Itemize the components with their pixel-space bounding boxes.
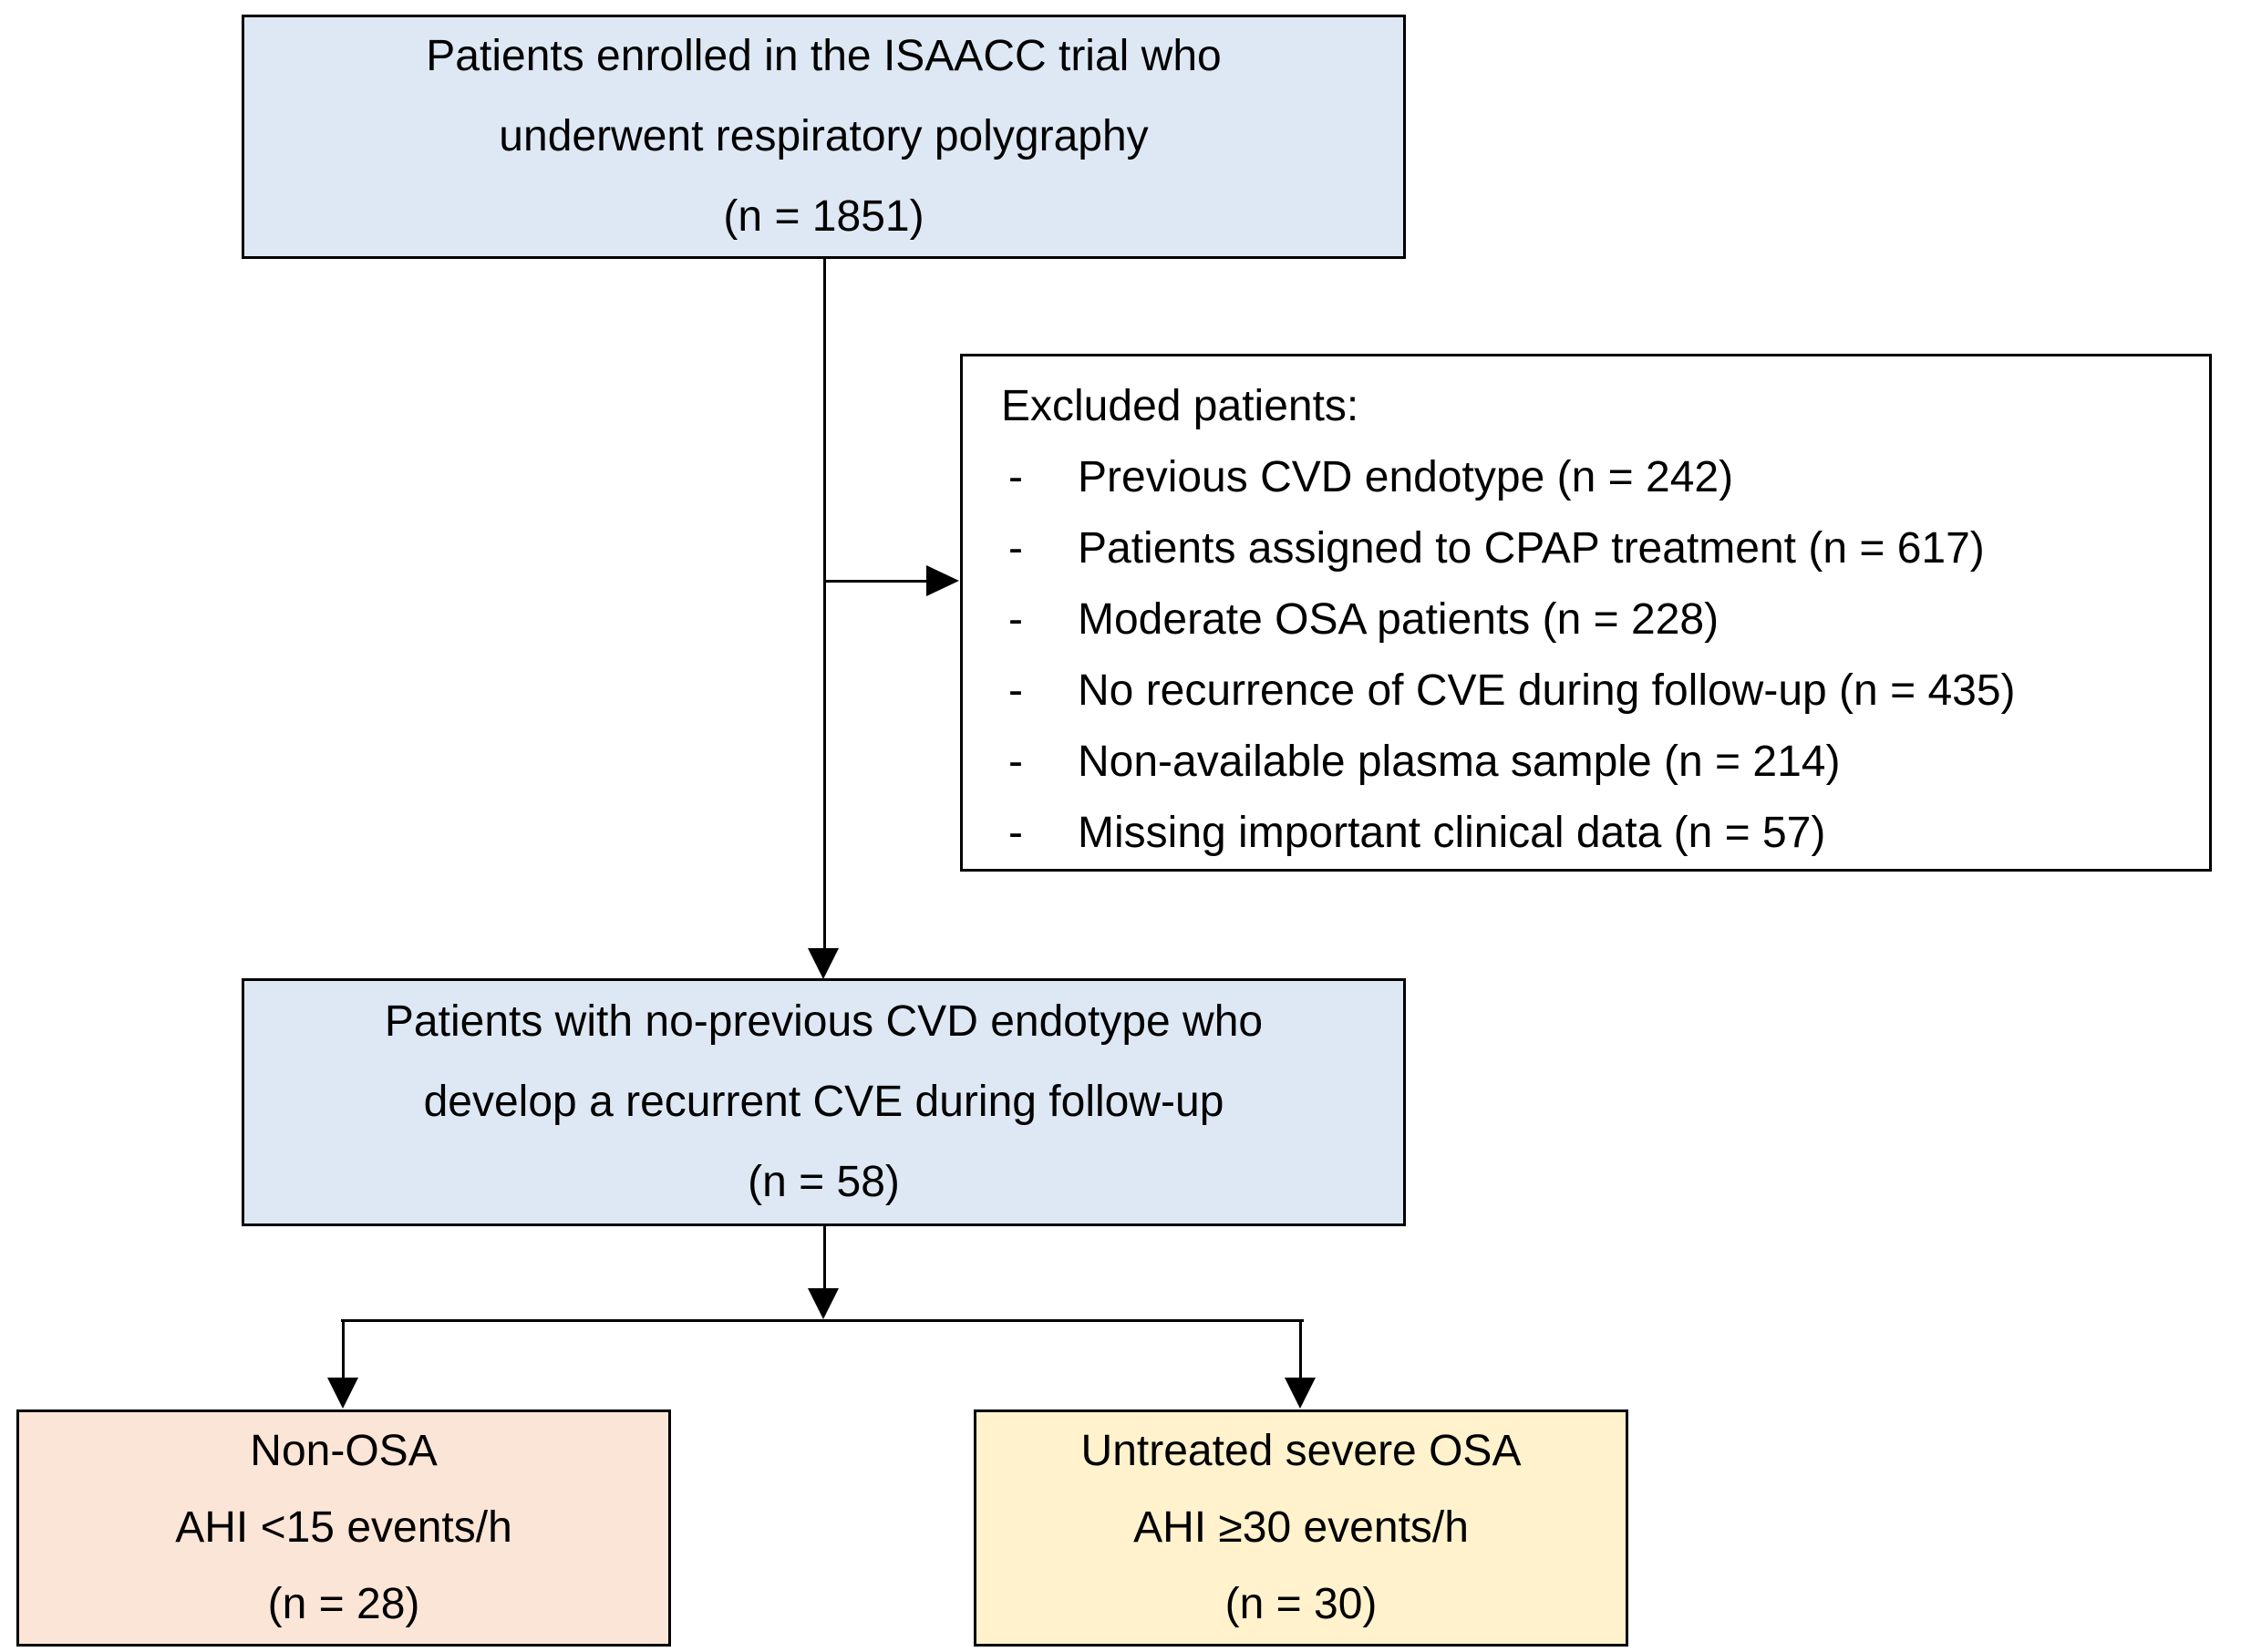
non-osa-group-box: Non-OSA AHI <15 events/h (n = 28) [16, 1409, 671, 1647]
excluded-list-item: - Moderate OSA patients (n = 228) [1001, 584, 2195, 656]
non-osa-criteria: AHI <15 events/h [175, 1503, 512, 1552]
excluded-list-item: - Missing important clinical data (n = 5… [1001, 798, 2195, 869]
enrolled-line-1: Patients enrolled in the ISAACC trial wh… [426, 32, 1222, 80]
dash-bullet: - [1008, 738, 1023, 786]
cohort-line-1: Patients with no-previous CVD endotype w… [384, 997, 1264, 1046]
excluded-item-text: No recurrence of CVE during follow-up (n… [1078, 666, 2016, 715]
connector-to-severeosa-line [1299, 1322, 1302, 1378]
severe-osa-label: Untreated severe OSA [1080, 1427, 1522, 1475]
connector-enrolled-to-cohort-line [823, 259, 826, 950]
excluded-item-text: Moderate OSA patients (n = 228) [1078, 595, 1719, 644]
excluded-title: Excluded patients: [1001, 382, 1359, 430]
arrowhead-down-icon [808, 1288, 839, 1319]
dash-bullet: - [1008, 453, 1023, 501]
connector-to-excluded-line [825, 580, 927, 583]
excluded-item-text: Previous CVD endotype (n = 242) [1078, 453, 1734, 501]
excluded-list-item: - Non-available plasma sample (n = 214) [1001, 727, 2195, 798]
connector-to-nonosa-line [342, 1322, 345, 1378]
dash-bullet: - [1008, 666, 1023, 715]
cohort-box: Patients with no-previous CVD endotype w… [242, 978, 1406, 1226]
excluded-item-text: Non-available plasma sample (n = 214) [1078, 738, 1841, 786]
arrowhead-down-icon [1285, 1378, 1316, 1409]
arrowhead-down-icon [327, 1378, 358, 1409]
non-osa-label: Non-OSA [250, 1427, 438, 1475]
severe-osa-count: (n = 30) [1224, 1580, 1378, 1628]
excluded-patients-box: Excluded patients: - Previous CVD endoty… [960, 354, 2212, 872]
excluded-item-text: Patients assigned to CPAP treatment (n =… [1078, 524, 1985, 573]
excluded-item-text: Missing important clinical data (n = 57) [1078, 809, 1826, 857]
excluded-list: - Previous CVD endotype (n = 242) - Pati… [1001, 442, 2195, 869]
enrolled-count: (n = 1851) [723, 192, 924, 241]
enrolled-patients-box: Patients enrolled in the ISAACC trial wh… [242, 15, 1406, 259]
dash-bullet: - [1008, 524, 1023, 573]
dash-bullet: - [1008, 595, 1023, 644]
excluded-list-item: - Patients assigned to CPAP treatment (n… [1001, 513, 2195, 584]
split-horizontal-line [341, 1319, 1304, 1322]
excluded-list-item: - Previous CVD endotype (n = 242) [1001, 442, 2195, 513]
non-osa-count: (n = 28) [267, 1580, 420, 1628]
cohort-line-2: develop a recurrent CVE during follow-up [423, 1078, 1224, 1126]
cohort-count: (n = 58) [748, 1158, 900, 1206]
arrowhead-right-icon [926, 565, 959, 596]
enrolled-line-2: underwent respiratory polygraphy [499, 112, 1149, 160]
arrowhead-down-icon [808, 948, 839, 979]
severe-osa-group-box: Untreated severe OSA AHI ≥30 events/h (n… [974, 1409, 1628, 1647]
severe-osa-criteria: AHI ≥30 events/h [1133, 1503, 1469, 1552]
connector-cohort-to-split-line [823, 1226, 826, 1290]
dash-bullet: - [1008, 809, 1023, 857]
excluded-list-item: - No recurrence of CVE during follow-up … [1001, 656, 2195, 727]
